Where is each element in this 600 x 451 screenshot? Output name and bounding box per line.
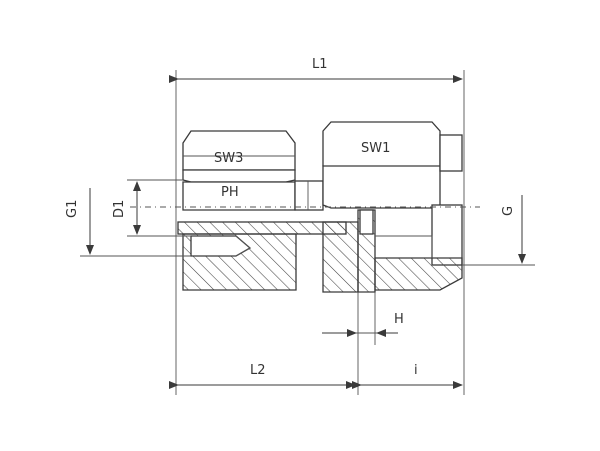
center-neck bbox=[294, 180, 324, 211]
dimension-l1: L1 bbox=[169, 57, 465, 395]
section-view bbox=[177, 209, 463, 293]
dimension-l2: L2 bbox=[169, 292, 359, 395]
label-ph: PH bbox=[221, 185, 239, 200]
dimension-g: G bbox=[462, 195, 535, 266]
label-g: G bbox=[501, 206, 516, 216]
label-h: H bbox=[394, 312, 404, 327]
dimension-g1: G1 bbox=[65, 188, 191, 257]
label-sw3: SW3 bbox=[214, 151, 243, 166]
label-l2: L2 bbox=[250, 363, 266, 378]
left-nut-sw3 bbox=[182, 130, 296, 211]
label-g1: G1 bbox=[65, 200, 80, 218]
right-body-sw1 bbox=[322, 121, 463, 266]
label-l1: L1 bbox=[312, 57, 328, 72]
label-i: i bbox=[414, 363, 418, 378]
label-sw1: SW1 bbox=[361, 141, 390, 156]
dimension-d1: D1 bbox=[112, 179, 191, 237]
dimension-h: H bbox=[322, 292, 404, 345]
dimension-i: i bbox=[352, 363, 463, 389]
label-d1: D1 bbox=[112, 200, 127, 218]
